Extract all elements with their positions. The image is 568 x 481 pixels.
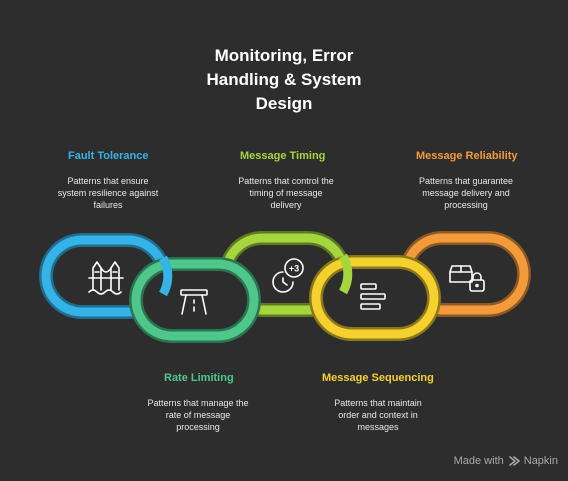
napkin-watermark: Made with Napkin <box>454 455 558 467</box>
fault-tolerance-label: Fault Tolerance <box>68 150 149 162</box>
fault-tolerance-description: Patterns that ensure system resilience a… <box>57 176 159 210</box>
napkin-brand-text: Napkin <box>523 455 558 467</box>
made-with-text: Made with <box>453 455 504 467</box>
title-line-2: Handling & System <box>206 70 362 89</box>
bridge-icon <box>88 261 124 295</box>
rate-limiting-label: Rate Limiting <box>164 372 234 384</box>
timing-badge-text: +3 <box>289 264 299 274</box>
chain-link-rate-limiting <box>129 257 261 343</box>
message-reliability-label: Message Reliability <box>416 150 518 162</box>
link-overlap-fault-tolerance <box>158 255 173 297</box>
page-title: Monitoring, Error Handling & System Desi… <box>0 44 568 116</box>
title-line-1: Monitoring, Error <box>214 46 354 65</box>
message-sequencing-label: Message Sequencing <box>322 372 434 384</box>
message-timing-label: Message Timing <box>240 150 326 162</box>
road-gate-icon <box>180 289 208 315</box>
message-reliability-description: Patterns that guarantee message delivery… <box>418 176 514 210</box>
message-timing-description: Patterns that control the timing of mess… <box>238 176 334 210</box>
message-sequencing-description: Patterns that maintain order and context… <box>334 398 422 432</box>
title-line-3: Design <box>255 94 313 113</box>
ordered-list-icon <box>360 283 386 310</box>
chain-link-message-sequencing <box>309 255 441 341</box>
link-overlap-message-timing <box>338 253 353 295</box>
locked-package-icon <box>449 265 485 292</box>
clock-plus-three-icon <box>272 258 304 293</box>
rate-limiting-description: Patterns that manage the rate of message… <box>147 398 249 432</box>
napkin-logo-icon <box>508 456 520 466</box>
